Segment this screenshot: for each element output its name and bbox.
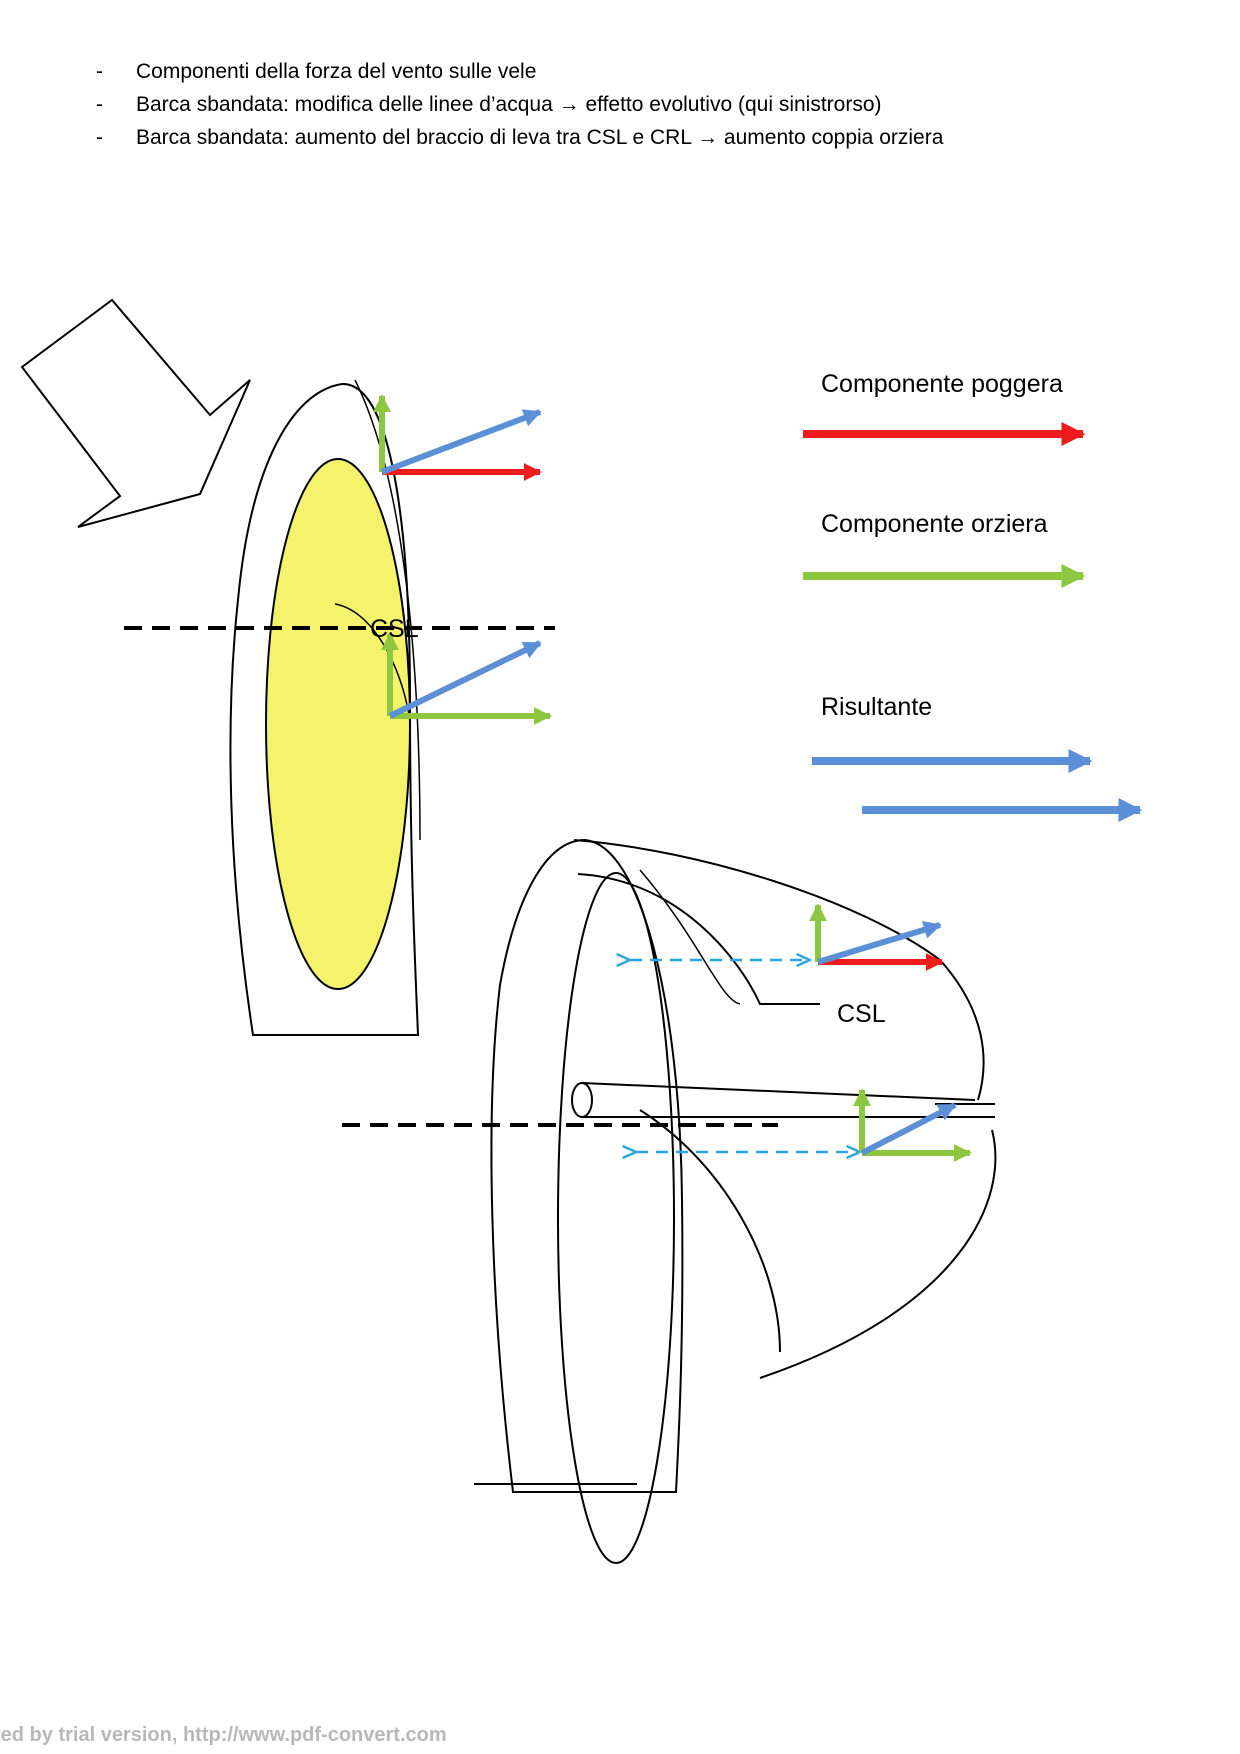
legend-poggera-label: Componente poggera bbox=[821, 370, 1063, 398]
upright-bottom-risultante-arrow bbox=[388, 640, 542, 719]
bullet-item: - Barca sbandata: modifica delle linee d’… bbox=[96, 91, 943, 124]
legend-orziera-label: Componente orziera bbox=[821, 510, 1048, 538]
bullet-item: - Barca sbandata: aumento del braccio di … bbox=[96, 124, 943, 157]
heeled-mast-base bbox=[571, 1082, 593, 1118]
wind-arrow-icon bbox=[20, 298, 251, 528]
heeled-mainsail-leech bbox=[759, 1129, 997, 1379]
bullet-marker: - bbox=[96, 60, 103, 83]
heeled-deck-ellipse bbox=[557, 872, 675, 1564]
upright-top-risultante-arrow bbox=[380, 409, 542, 475]
upright-leech bbox=[354, 379, 421, 841]
heeled-boat bbox=[342, 838, 997, 1564]
bullet-item: - Componenti della forza del vento sulle … bbox=[96, 58, 943, 91]
bullet-text: Barca sbandata: aumento del braccio di l… bbox=[136, 126, 944, 149]
legend-risultante-label: Risultante bbox=[821, 693, 933, 721]
heeled-top-risultante-arrow bbox=[817, 921, 942, 965]
heeled-mainsail-foot bbox=[639, 1109, 781, 1353]
upright-center-label: CSL bbox=[370, 615, 419, 643]
watermark: ted by trial version, http://www.pdf-con… bbox=[0, 1724, 447, 1746]
heeled-mainsail-top bbox=[639, 869, 741, 1005]
upright-sail bbox=[265, 458, 411, 990]
bullet-text: Componenti della forza del vento sulle v… bbox=[136, 60, 537, 83]
bullet-list: - Componenti della forza del vento sulle … bbox=[96, 58, 943, 157]
heeled-bottom-risultante-arrow bbox=[860, 1102, 957, 1156]
bullet-marker: - bbox=[96, 93, 103, 116]
bullet-marker: - bbox=[96, 126, 103, 149]
heeled-jib bbox=[573, 839, 985, 1101]
bullet-text: Barca sbandata: modifica delle linee d’a… bbox=[136, 93, 882, 116]
upright-hull bbox=[229, 382, 420, 1036]
heeled-jib-foot bbox=[577, 873, 820, 1005]
upright-boat bbox=[124, 379, 555, 1036]
heeled-mast-upper bbox=[581, 1082, 976, 1101]
heeled-center-label: CSL bbox=[837, 1000, 886, 1028]
heeled-hull bbox=[490, 838, 684, 1493]
